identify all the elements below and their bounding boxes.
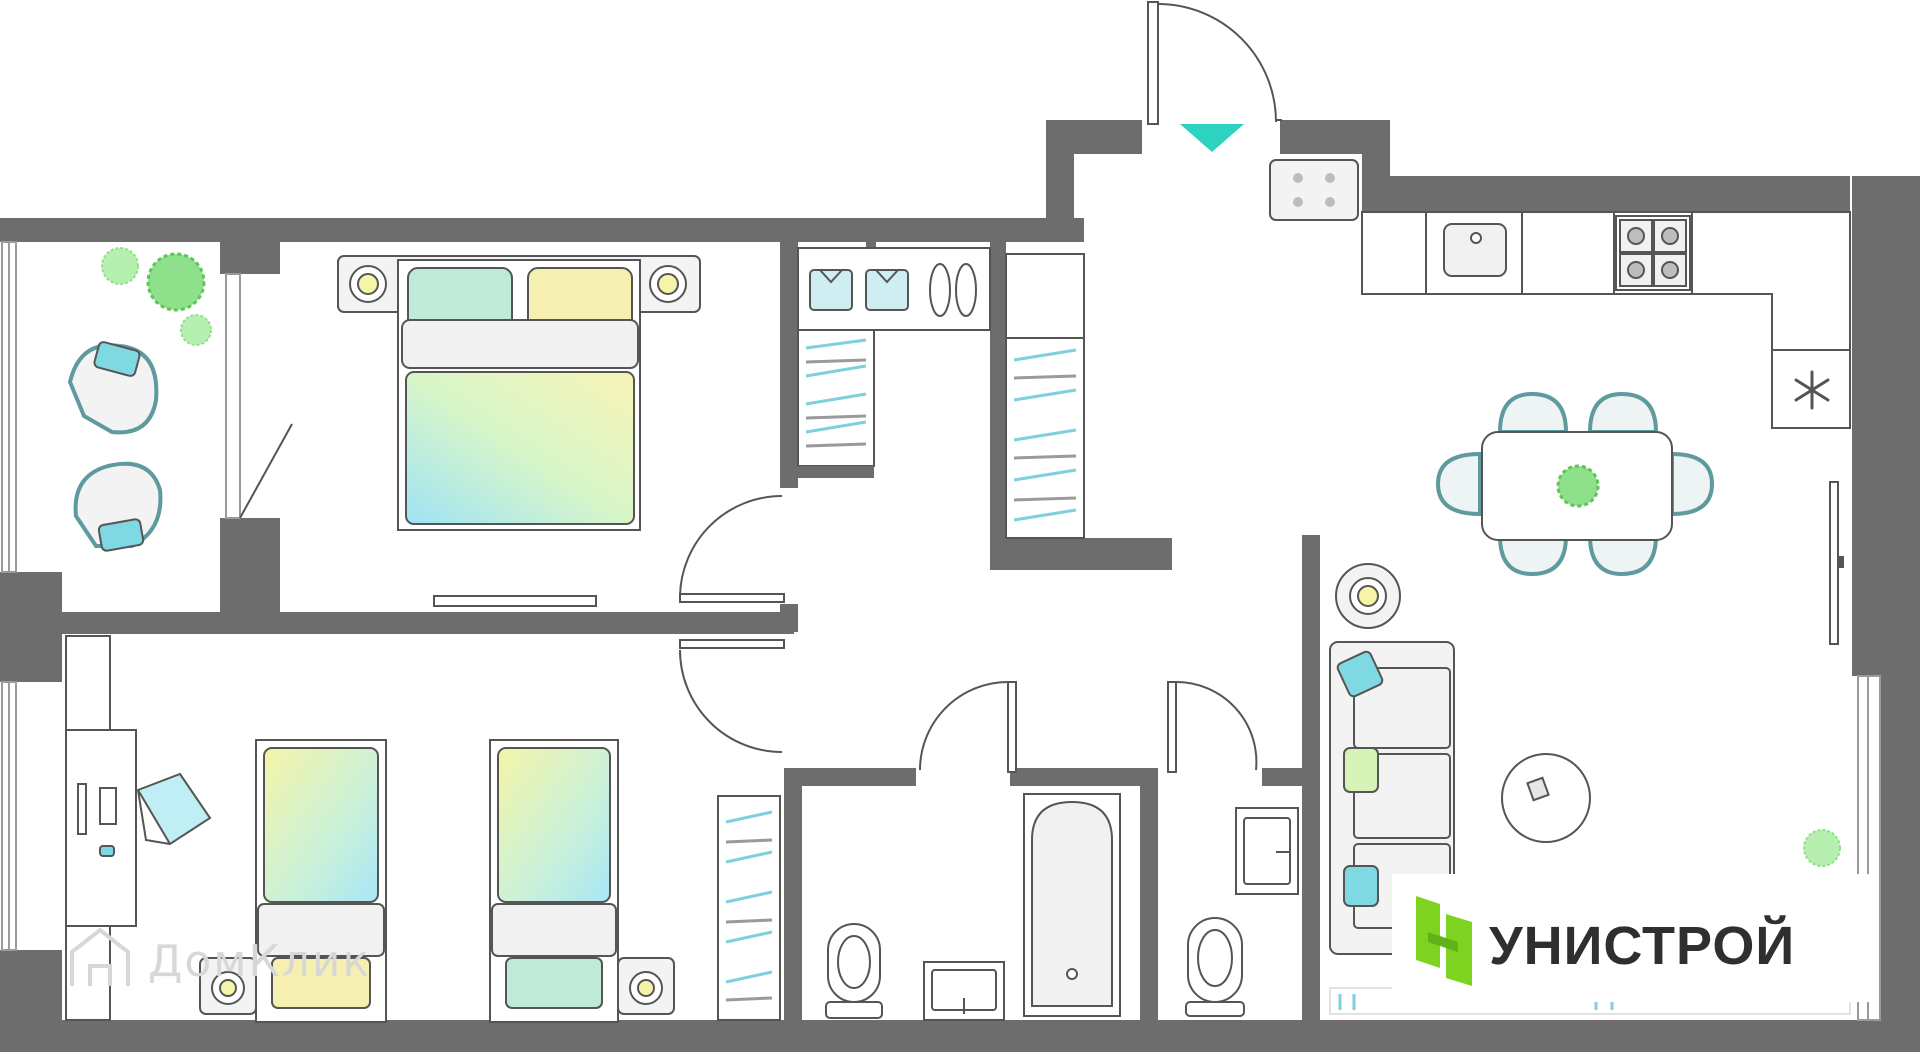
dining-area <box>1435 391 1715 577</box>
entrance-arrow-icon <box>1180 124 1244 152</box>
plant-icon <box>180 314 212 346</box>
master-bedroom <box>337 255 785 607</box>
balcony <box>67 247 293 552</box>
plant-icon <box>1803 829 1841 867</box>
sink-icon <box>923 961 1005 1021</box>
watermark-text: ДомКлик <box>148 936 372 987</box>
walls <box>0 120 1920 1052</box>
wardrobe-corridor <box>1005 253 1085 539</box>
plant-icon <box>146 252 206 312</box>
windows <box>1 241 1881 1021</box>
stove-icon <box>1615 215 1691 291</box>
bathroom <box>825 681 1121 1021</box>
armchair <box>73 461 163 552</box>
entrance-door <box>1147 1 1282 125</box>
sink-icon <box>1235 807 1299 895</box>
shoes-icon <box>929 263 977 317</box>
shirt-icon <box>809 269 853 311</box>
shirt-icon <box>865 269 909 311</box>
sink-icon <box>1443 223 1507 277</box>
bathtub-icon <box>1023 793 1121 1017</box>
snowflake-icon <box>1794 370 1830 410</box>
tv-icon <box>433 595 597 607</box>
plant-icon <box>1556 464 1600 508</box>
toilet-icon <box>1185 917 1245 1017</box>
kitchen <box>1269 159 1851 429</box>
brand-name: УНИСТРОЙ <box>1489 916 1796 976</box>
brand-logo-mark <box>1416 896 1472 986</box>
wardrobe-hall <box>797 247 991 478</box>
house-icon <box>70 927 130 986</box>
armchair <box>67 341 159 435</box>
second-bedroom <box>65 635 785 1023</box>
plant-icon <box>101 247 139 285</box>
toilet-icon <box>825 923 883 1019</box>
toilet-room <box>1167 680 1299 1017</box>
tv-icon <box>1829 481 1839 645</box>
